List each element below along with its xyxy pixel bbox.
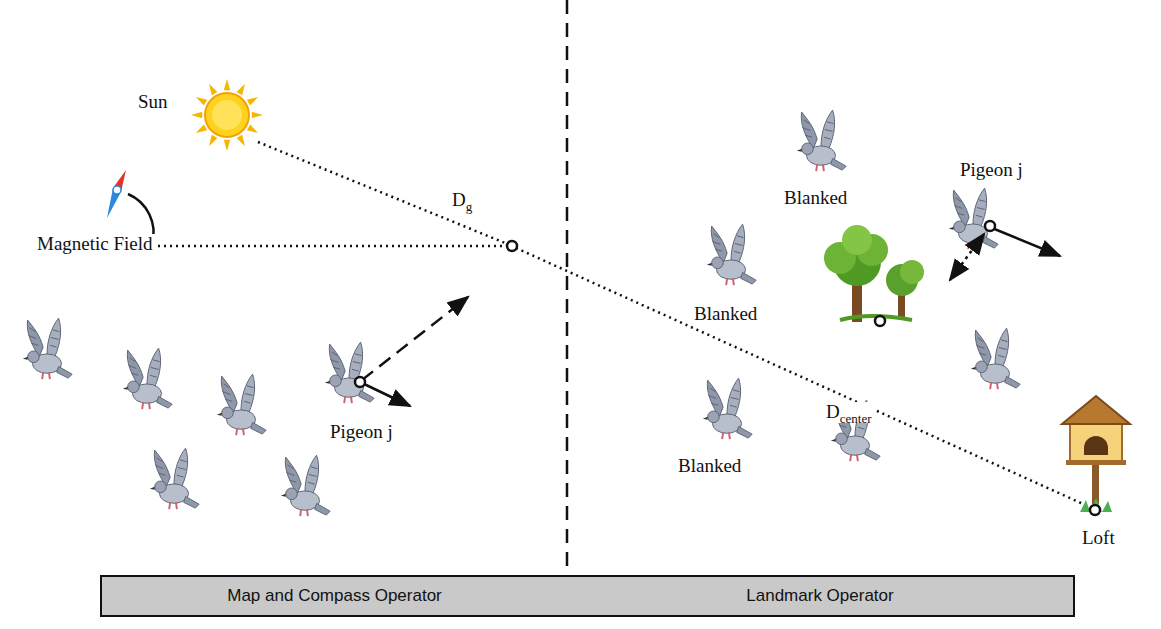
- operator-label: Map and Compass Operator: [227, 586, 442, 606]
- sun-ray: [191, 112, 202, 118]
- operator-label: Landmark Operator: [746, 586, 893, 606]
- divider-line: [566, 0, 569, 575]
- pigeon-vectors-right: [950, 221, 1060, 280]
- sun-ray: [209, 135, 217, 146]
- figure-label: Dcenter: [824, 402, 874, 423]
- figure-label: Dg: [450, 190, 474, 211]
- sun-ray: [237, 135, 245, 146]
- center-point: [507, 241, 517, 251]
- pigeon-flock-left: [23, 318, 374, 516]
- sun-ray: [247, 97, 258, 105]
- figure-label: Loft: [1080, 528, 1117, 549]
- sun-ray: [209, 84, 217, 95]
- figure-label: Blanked: [692, 304, 759, 325]
- landmark-trees: [824, 225, 924, 326]
- operator-box: Map and Compass Operator: [100, 575, 569, 617]
- figure-label: Sun: [136, 92, 170, 113]
- operator-box: Landmark Operator: [567, 575, 1075, 617]
- figure-label: Magnetic Field: [35, 234, 155, 255]
- figure-label: Pigeon j: [958, 160, 1025, 181]
- compass-symbol: [107, 170, 154, 244]
- sun-ray: [224, 140, 230, 151]
- pigeon-vectors-left: [355, 297, 468, 406]
- figure-label: Blanked: [782, 188, 849, 209]
- sun-icon: [191, 79, 263, 151]
- sun-ray: [252, 112, 263, 118]
- sun-ray: [237, 84, 245, 95]
- sun-ray: [247, 125, 258, 133]
- dotted-lines: [122, 142, 1092, 508]
- sun-ray: [196, 97, 207, 105]
- figure-label: Pigeon j: [328, 422, 395, 443]
- figure-label: Blanked: [676, 456, 743, 477]
- sun-ray: [196, 125, 207, 133]
- sun-ray: [224, 79, 230, 90]
- loft-icon: [1062, 396, 1130, 515]
